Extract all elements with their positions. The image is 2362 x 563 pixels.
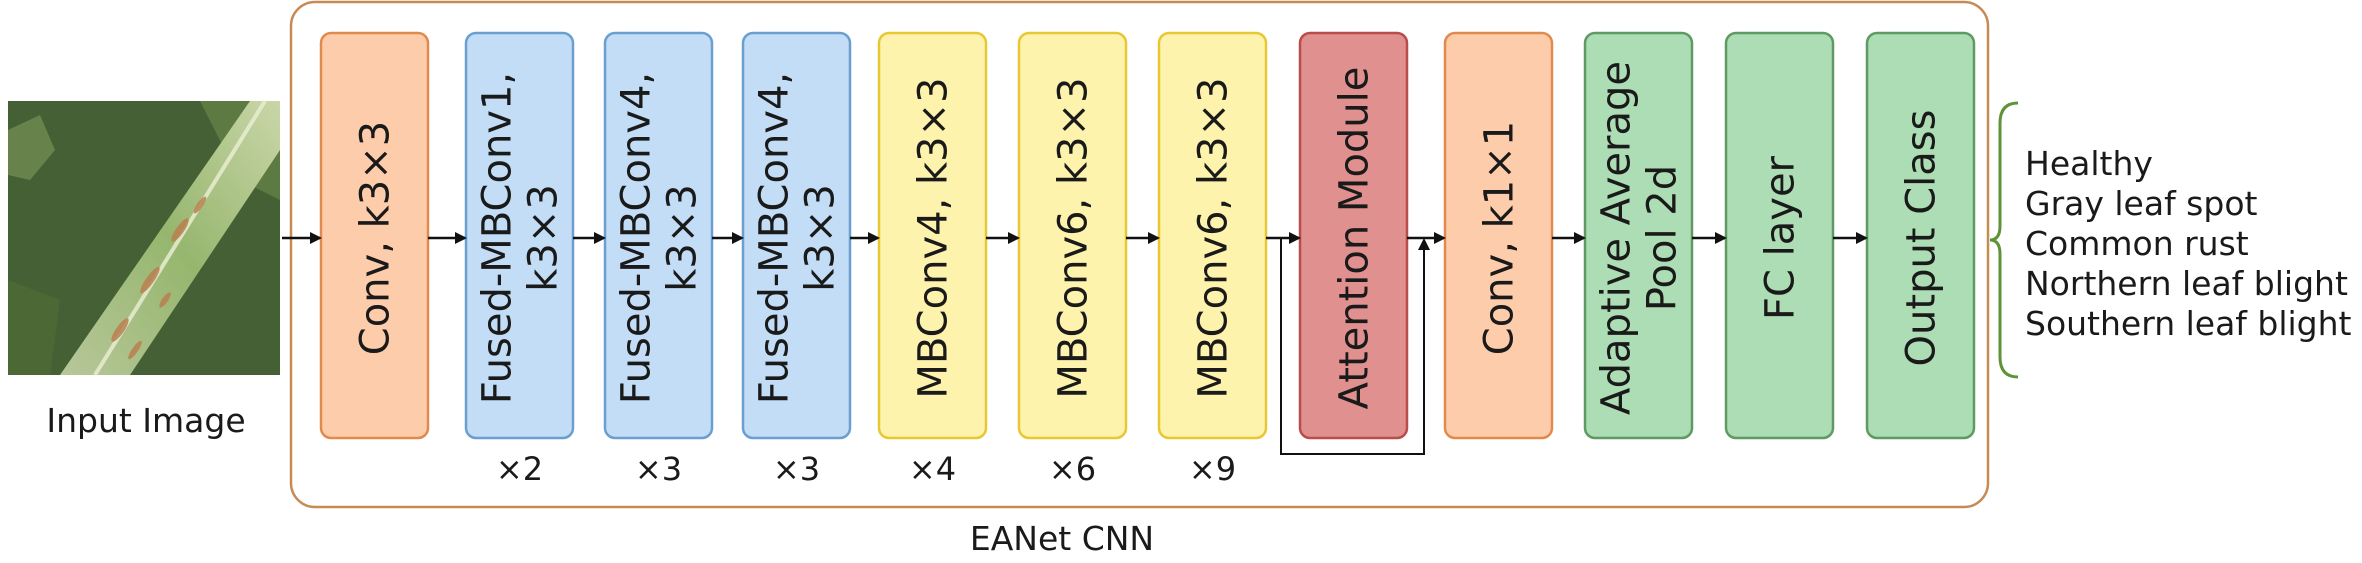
block-mb6-a: MBConv6, k3×3 ×6 bbox=[1017, 31, 1128, 488]
block-output: Output Class bbox=[1865, 31, 1976, 440]
block-label-line: Fused-MBConv4, bbox=[614, 72, 660, 404]
repeat-count: ×4 bbox=[909, 450, 956, 488]
class-label: Northern leaf blight bbox=[2025, 264, 2348, 303]
block-label-line: MBConv6, k3×3 bbox=[1191, 77, 1237, 398]
block-label: Fused-MBConv4,k3×3 bbox=[752, 72, 844, 404]
block-attention: Attention Module bbox=[1298, 31, 1409, 440]
block-label: Attention Module bbox=[1332, 67, 1378, 410]
block-label-line: Fused-MBConv1, bbox=[475, 72, 521, 404]
repeat-count: ×9 bbox=[1189, 450, 1236, 488]
network-label: EANet CNN bbox=[970, 519, 1154, 558]
block-conv-k1: Conv, k1×1 bbox=[1443, 31, 1554, 440]
block-label-line: Adaptive Average bbox=[1594, 61, 1640, 415]
block-fmb1: Fused-MBConv1,k3×3 ×2 bbox=[464, 31, 575, 488]
repeat-count: ×3 bbox=[773, 450, 820, 488]
block-mb4: MBConv4, k3×3 ×4 bbox=[877, 31, 988, 488]
repeat-count: ×3 bbox=[635, 450, 682, 488]
block-label: MBConv6, k3×3 bbox=[1051, 77, 1097, 398]
class-label: Common rust bbox=[2025, 224, 2249, 263]
block-label-line: Conv, k3×3 bbox=[353, 121, 399, 355]
block-fmb4-b: Fused-MBConv4,k3×3 ×3 bbox=[741, 31, 852, 488]
class-bracket bbox=[1989, 101, 2019, 379]
class-label: Gray leaf spot bbox=[2025, 184, 2258, 223]
repeat-count: ×2 bbox=[496, 450, 543, 488]
block-label-line: MBConv4, k3×3 bbox=[911, 77, 957, 398]
block-label: MBConv6, k3×3 bbox=[1191, 77, 1237, 398]
class-label: Southern leaf blight bbox=[2025, 304, 2352, 343]
block-fc: FC layer bbox=[1724, 31, 1835, 440]
block-fmb4-a: Fused-MBConv4,k3×3 ×3 bbox=[603, 31, 714, 488]
block-label-line: Fused-MBConv4, bbox=[752, 72, 798, 404]
network-container bbox=[289, 0, 1990, 509]
block-label: Fused-MBConv1,k3×3 bbox=[475, 72, 567, 404]
repeat-count: ×6 bbox=[1049, 450, 1096, 488]
class-label: Healthy bbox=[2025, 144, 2153, 183]
block-label-line: Output Class bbox=[1899, 110, 1945, 367]
input-image bbox=[8, 99, 280, 377]
block-label: Conv, k1×1 bbox=[1477, 121, 1523, 355]
block-label-line: Pool 2d bbox=[1640, 165, 1686, 311]
block-label: Conv, k3×3 bbox=[353, 121, 399, 355]
block-label-line: MBConv6, k3×3 bbox=[1051, 77, 1097, 398]
input-image-label: Input Image bbox=[46, 401, 245, 440]
block-label-line: k3×3 bbox=[521, 184, 567, 292]
skip-connection-arrow bbox=[1280, 238, 1430, 455]
block-pool: Adaptive AveragePool 2d bbox=[1583, 31, 1694, 440]
block-label: Fused-MBConv4,k3×3 bbox=[614, 72, 706, 404]
block-label: Adaptive AveragePool 2d bbox=[1594, 61, 1686, 415]
block-label: Output Class bbox=[1899, 110, 1945, 367]
block-label-line: Conv, k1×1 bbox=[1477, 121, 1523, 355]
block-mb6-b: MBConv6, k3×3 ×9 bbox=[1157, 31, 1268, 488]
block-label-line: Attention Module bbox=[1332, 67, 1378, 410]
block-label-line: k3×3 bbox=[660, 184, 706, 292]
block-label: FC layer bbox=[1758, 155, 1804, 320]
block-label: MBConv4, k3×3 bbox=[911, 77, 957, 398]
block-label-line: k3×3 bbox=[798, 184, 844, 292]
block-conv-k3: Conv, k3×3 bbox=[319, 31, 430, 440]
block-label-line: FC layer bbox=[1758, 155, 1804, 320]
